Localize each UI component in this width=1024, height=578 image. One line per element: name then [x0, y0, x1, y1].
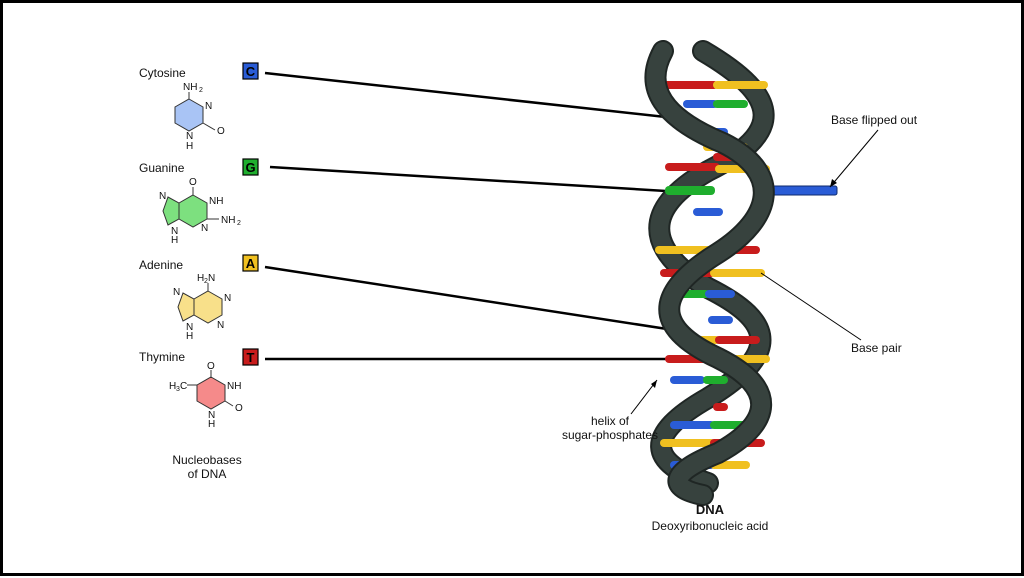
- dna-title: DNA: [696, 502, 725, 517]
- svg-text:O: O: [189, 177, 197, 188]
- svg-text:N: N: [201, 223, 208, 234]
- svg-text:2: 2: [204, 278, 208, 285]
- svg-text:H: H: [186, 331, 193, 342]
- cytosine-badge-letter: C: [246, 64, 256, 79]
- dna-helix: [644, 40, 838, 506]
- adenine-label: Adenine: [139, 258, 183, 272]
- svg-text:O: O: [235, 403, 243, 414]
- adenine-badge: A: [242, 254, 259, 272]
- cytosine-group: Cytosine C NH 2 N N H O: [139, 62, 259, 152]
- svg-text:H: H: [208, 419, 215, 430]
- svg-text:of DNA: of DNA: [188, 467, 227, 481]
- adenine-group: Adenine A H 2 N N N N N H: [139, 254, 259, 342]
- svg-text:N: N: [205, 101, 212, 112]
- base-pair-annotation: Base pair: [760, 272, 902, 355]
- svg-text:2: 2: [199, 87, 203, 94]
- svg-text:3: 3: [176, 386, 180, 393]
- svg-text:N: N: [224, 293, 231, 304]
- guanine-structure-icon: O NH N N NH 2 N H: [159, 177, 241, 246]
- svg-text:O: O: [207, 361, 215, 372]
- svg-text:N: N: [217, 320, 224, 331]
- cytosine-structure-icon: NH 2 N N H O: [174, 82, 225, 152]
- adenine-structure-icon: H 2 N N N N N H: [173, 273, 231, 342]
- svg-text:C: C: [180, 381, 187, 392]
- thymine-structure-icon: H 3 C O NH N H O: [169, 361, 243, 430]
- svg-text:H: H: [197, 273, 204, 284]
- svg-text:N: N: [208, 273, 215, 284]
- dna-subtitle: Deoxyribonucleic acid: [652, 519, 769, 533]
- svg-text:N: N: [159, 191, 166, 202]
- base-pair-label: Base pair: [851, 341, 902, 355]
- svg-text:N: N: [186, 322, 193, 333]
- svg-text:NH: NH: [227, 381, 241, 392]
- adenine-badge-letter: A: [246, 256, 256, 271]
- helix-annotation: helix of sugar-phosphates: [562, 379, 658, 442]
- svg-text:H: H: [186, 141, 193, 152]
- svg-text:N: N: [208, 410, 215, 421]
- guanine-group: Guanine G O NH N N NH 2 N H: [139, 158, 259, 246]
- svg-text:H: H: [169, 381, 176, 392]
- dna-title-block: DNA Deoxyribonucleic acid: [652, 502, 769, 533]
- cytosine-badge: C: [242, 62, 259, 80]
- dna-diagram: Cytosine C NH 2 N N H O Guanine G: [139, 40, 918, 533]
- svg-text:Nucleobases: Nucleobases: [172, 453, 241, 467]
- svg-text:helix of: helix of: [591, 414, 630, 428]
- arrow-head-icon: [830, 179, 837, 187]
- svg-text:NH: NH: [209, 196, 223, 207]
- base-flipped-label: Base flipped out: [831, 113, 918, 127]
- svg-text:NH: NH: [221, 215, 235, 226]
- cytosine-leader-line: [264, 71, 694, 122]
- guanine-label: Guanine: [139, 161, 185, 175]
- arrow-head-icon: [651, 380, 657, 388]
- guanine-badge-letter: G: [245, 160, 255, 175]
- cytosine-label: Cytosine: [139, 66, 186, 80]
- thymine-group: Thymine T H 3 C O NH N H O: [139, 348, 259, 430]
- thymine-badge-letter: T: [247, 350, 255, 365]
- svg-text:N: N: [186, 131, 193, 142]
- adenine-leader-line: [264, 265, 694, 335]
- guanine-leader-line: [269, 165, 667, 193]
- svg-text:H: H: [171, 235, 178, 246]
- thymine-badge: T: [242, 348, 259, 366]
- svg-text:NH: NH: [183, 82, 197, 93]
- svg-text:N: N: [171, 226, 178, 237]
- base-flipped-annotation: Base flipped out: [829, 113, 918, 188]
- guanine-badge: G: [242, 158, 259, 176]
- svg-text:O: O: [217, 126, 225, 137]
- svg-text:N: N: [173, 287, 180, 298]
- svg-text:sugar-phosphates: sugar-phosphates: [562, 428, 658, 442]
- thymine-label: Thymine: [139, 350, 185, 364]
- svg-text:2: 2: [237, 220, 241, 227]
- nucleobases-caption: Nucleobases of DNA: [172, 453, 241, 481]
